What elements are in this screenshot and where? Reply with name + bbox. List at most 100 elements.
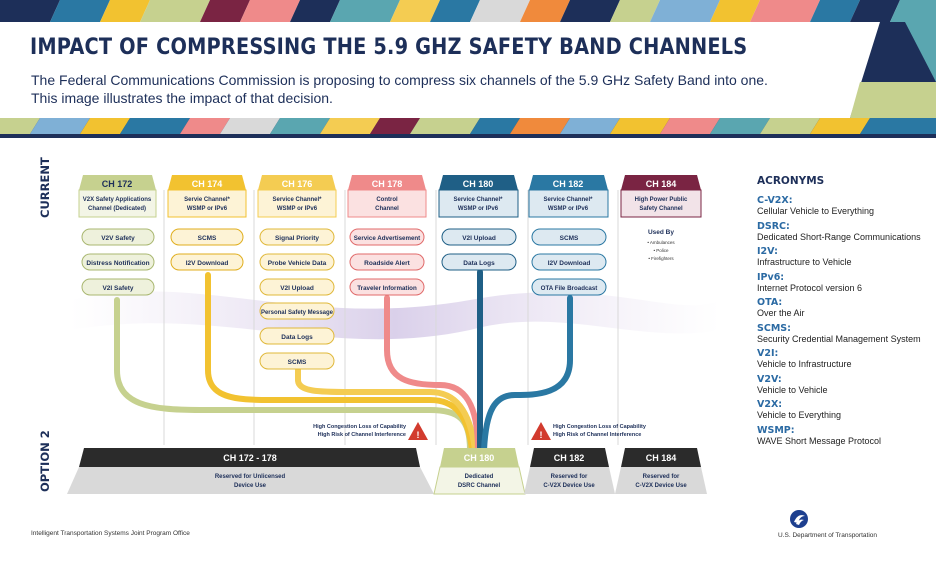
option2-ch184: CH 184 Reserved for C-V2X Device Use xyxy=(615,448,707,494)
option2-desc2: C-V2X Device Use xyxy=(635,483,687,489)
ch184-desc2: Safety Channel xyxy=(639,206,683,212)
option2-name: CH 182 xyxy=(554,453,585,463)
ch178-name: CH 178 xyxy=(372,179,403,189)
service-label: Traveler Information xyxy=(357,285,417,292)
ch182-desc2: WSMP or IPv6 xyxy=(548,206,589,212)
ch180-desc2: WSMP or IPv6 xyxy=(458,206,499,212)
acronym-item: SCMS:Security Credential Management Syst… xyxy=(757,323,927,345)
service-label: Distress Notification xyxy=(86,260,149,267)
service-pill xyxy=(81,278,155,296)
decorative-stripe-band-bottom xyxy=(0,118,936,138)
usdot-logo-icon xyxy=(790,510,808,528)
option2-desc1: Reserved for xyxy=(643,474,680,480)
channel-ch178: CH 178 Control Channel xyxy=(347,175,427,218)
ch176-services: Signal Priority Probe Vehicle Data V2I U… xyxy=(259,228,335,370)
acronym-item: C-V2X:Cellular Vehicle to Everything xyxy=(757,195,927,217)
option2-desc2: DSRC Channel xyxy=(458,483,501,489)
ch182-desc1: Service Channel* xyxy=(543,197,593,203)
acronym-item: I2V:Infrastructure to Vehicle xyxy=(757,246,927,268)
warning-line-1: High Congestion Loss of Capability xyxy=(553,424,647,430)
acronym-definition: WAVE Short Message Protocol xyxy=(757,435,882,446)
ch172-services: V2V Safety Distress Notification V2I Saf… xyxy=(81,228,155,296)
ch184-used-by-item: • Firefighters xyxy=(648,256,674,261)
acronym-term: IPv6: xyxy=(757,271,785,283)
channel-ch172: CH 172 V2X Safety Applications Channel (… xyxy=(78,175,157,218)
service-label: V2V Safety xyxy=(101,235,135,242)
service-label: V2I Safety xyxy=(102,285,133,292)
ch184-used-by-title: Used By xyxy=(648,229,674,236)
channel-ch174: CH 174 Servie Channel* WSMP or IPv6 xyxy=(167,175,247,218)
acronym-item: OTA:Over the Air xyxy=(757,297,927,319)
acronym-definition: Vehicle to Infrastructure xyxy=(757,359,852,369)
service-pill xyxy=(81,253,155,271)
acronym-definition: Dedicated Short-Range Communications xyxy=(757,231,921,242)
option2-desc1: Reserved for xyxy=(551,474,588,480)
acronym-term: C-V2X: xyxy=(757,195,793,206)
option2-ch172-178: CH 172 - 178 Reserved for Unlicensed Dev… xyxy=(67,448,434,494)
flow-ch182 xyxy=(481,295,573,453)
acronym-term: SCMS: xyxy=(757,322,791,334)
stripe-top-graphic xyxy=(0,0,936,22)
acronym-item: V2X:Vehicle to Everything xyxy=(757,399,927,421)
ch184-used-by-item: • Ambulances xyxy=(647,240,675,245)
option2-desc2: C-V2X Device Use xyxy=(543,483,595,489)
service-pill xyxy=(349,228,425,246)
footer-program-office: Intelligent Transportation Systems Joint… xyxy=(31,530,190,537)
acronym-term: I2V: xyxy=(757,246,778,257)
service-pill xyxy=(531,228,607,246)
ch176-desc1: Service Channel* xyxy=(272,197,322,203)
acronym-item: V2V:Vehicle to Vehicle xyxy=(757,374,927,396)
service-label: Data Logs xyxy=(281,334,313,341)
header-panel xyxy=(0,22,936,118)
acronym-definition: Vehicle to Vehicle xyxy=(757,384,828,395)
service-pill xyxy=(259,327,335,345)
option2-ch182: CH 182 Reserved for C-V2X Device Use xyxy=(524,448,615,494)
subtitle-line-2: This image illustrates the impact of tha… xyxy=(31,90,333,106)
service-pill xyxy=(441,228,517,246)
service-pill xyxy=(259,352,335,370)
service-label: SCMS xyxy=(198,235,217,242)
warning-line-2: High Risk of Channel Interference xyxy=(553,432,641,438)
ch174-desc2: WSMP or IPv6 xyxy=(187,206,228,212)
warning-icon-glyph: ! xyxy=(417,430,420,440)
service-pill xyxy=(81,228,155,246)
convergence-flows xyxy=(114,269,573,453)
service-label: SCMS xyxy=(288,359,307,366)
option2-name: CH 180 xyxy=(464,453,495,463)
service-pill xyxy=(349,253,425,271)
acronym-term: WSMP: xyxy=(757,424,795,436)
acronym-item: DSRC:Dedicated Short-Range Communication… xyxy=(757,221,927,243)
ch172-desc2: Channel (Dedicated) xyxy=(88,206,146,212)
service-label: Probe Vehicle Data xyxy=(268,260,327,267)
warning-right: ! High Congestion Loss of Capability Hig… xyxy=(531,422,647,440)
subtitle-line-1: The Federal Communications Commission is… xyxy=(31,72,768,88)
acronym-item: V2I:Vehicle to Infrastructure xyxy=(757,348,927,370)
option2-desc2: Device Use xyxy=(234,483,267,489)
acronym-definition: Infrastructure to Vehicle xyxy=(757,257,852,267)
service-pill xyxy=(531,278,607,296)
service-pill xyxy=(170,228,244,246)
service-label: I2V Download xyxy=(186,260,229,267)
ch184-desc1: High Power Public xyxy=(635,197,688,203)
acronym-definition: Internet Protocol version 6 xyxy=(757,282,863,293)
service-pill xyxy=(349,278,425,296)
service-label: OTA File Broadcast xyxy=(541,285,598,292)
warning-left: High Congestion Loss of Capability High … xyxy=(313,422,428,440)
service-label: Service Advertisement xyxy=(354,235,421,242)
warning-icon xyxy=(531,422,551,440)
usdot-logo-graphic xyxy=(794,515,805,525)
warning-line-1: High Congestion Loss of Capability xyxy=(313,424,407,430)
ch180-name: CH 180 xyxy=(463,179,494,189)
ch184-used-by-item: • Police xyxy=(653,248,669,253)
acronym-term: V2I: xyxy=(757,348,779,359)
service-pill xyxy=(259,253,335,271)
acronym-definition: Vehicle to Everything xyxy=(757,410,842,420)
option2-desc1: Reserved for Unlicensed xyxy=(215,474,286,480)
ch174-services: SCMS I2V Download xyxy=(170,228,244,271)
service-label: V2I Upload xyxy=(280,285,314,292)
service-label: Roadside Alert xyxy=(364,260,410,267)
ch182-services: SCMS I2V Download OTA File Broadcast xyxy=(531,228,607,296)
page-subtitle: The Federal Communications Commission is… xyxy=(31,71,831,107)
